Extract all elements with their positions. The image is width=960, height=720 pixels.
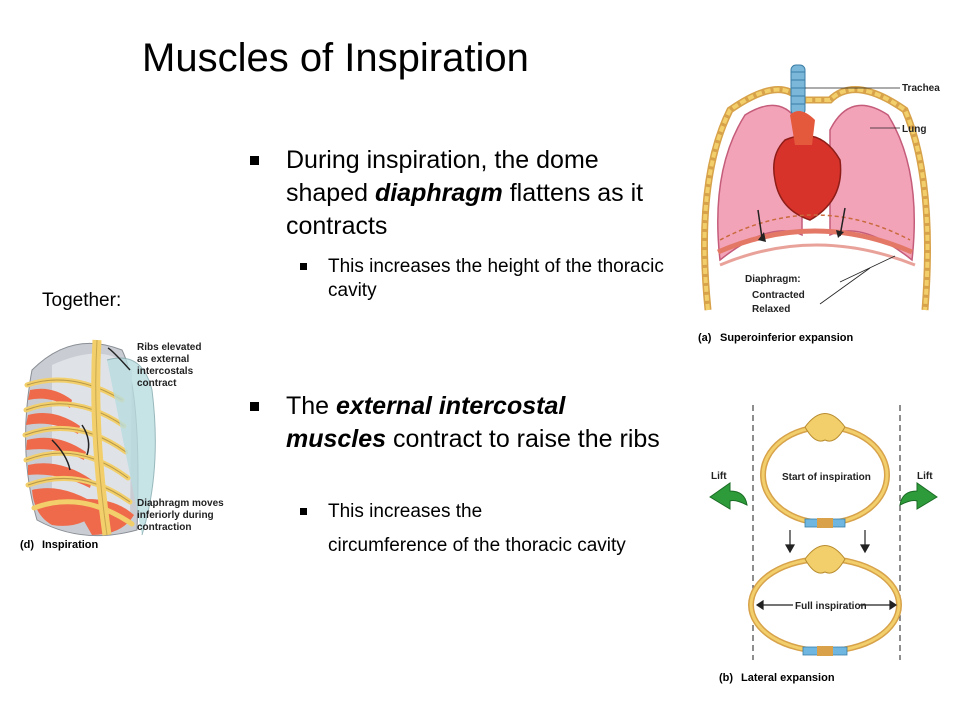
vertebra: [804, 545, 846, 574]
sub-bullet-line: This increases the: [328, 501, 483, 522]
label-diaphragm: Diaphragm:: [745, 274, 801, 285]
label-trachea: Trachea: [902, 83, 940, 94]
bullet-emphasis: diaphragm: [374, 179, 503, 207]
figure-caption: Superoinferior expansion: [720, 332, 854, 344]
figure-caption: Lateral expansion: [741, 672, 835, 684]
figure-caption-letter: (a): [698, 332, 712, 344]
slide-title: Muscles of Inspiration: [142, 36, 529, 80]
figure-caption-letter: (d): [20, 539, 34, 551]
bullet-emphasis: external intercostal muscles: [286, 392, 566, 453]
superoinferior-expansion-figure: Trachea Lung Diaphragm: Contracted Relax…: [698, 64, 940, 344]
thorax-illustration: [700, 64, 931, 311]
label-contracted: Contracted: [752, 290, 805, 301]
figure-caption: Inspiration: [42, 539, 99, 551]
bullet-square-icon: [250, 156, 259, 165]
label-full-inspiration: Full inspiration: [795, 601, 867, 612]
label-diaphragm-line: inferiorly during: [137, 510, 214, 521]
label-diaphragm-line: contraction: [137, 522, 191, 533]
label-lift-left: Lift: [711, 471, 727, 482]
bullet-text-part: The: [286, 392, 337, 420]
figure-caption-letter: (b): [719, 672, 733, 684]
bullet-intercostal: The external intercostal muscles contrac…: [250, 390, 670, 490]
bullet-text-part: During inspiration, the dome shaped: [286, 146, 599, 207]
label-ribs-line: as external: [137, 354, 189, 365]
bullet-square-icon: [250, 402, 259, 411]
label-start-inspiration: Start of inspiration: [782, 472, 871, 483]
lateral-expansion-figure: Lift Lift Start of inspiration Full insp…: [709, 405, 938, 684]
intercostal-muscles: [26, 388, 134, 535]
ribcage-inspiration-figure: Ribs elevated as external intercostals c…: [20, 339, 224, 551]
bullet-text-part: flattens as it contracts: [286, 179, 644, 240]
sub-bullet-line: circumference of the thoracic cavity: [328, 535, 626, 556]
diaphragm-contracted: [717, 228, 913, 255]
bullet-square-icon: [300, 508, 307, 515]
right-lung: [829, 104, 916, 262]
sub-bullet-circumference-text: This increases the circumference of the …: [328, 500, 678, 558]
label-ribs-line: intercostals: [137, 366, 194, 377]
together-label: Together:: [42, 290, 122, 311]
arrow-ribs-elevated: [51, 347, 131, 471]
ribcage-illustration: [22, 339, 156, 537]
lift-left-arrow-icon: [709, 482, 748, 510]
label-lung: Lung: [902, 124, 926, 135]
rib-cross-sections: [709, 405, 938, 660]
label-relaxed: Relaxed: [752, 304, 790, 315]
diaphragm-relaxed: [719, 214, 911, 241]
sub-bullet-circumference: This increases the circumference of the …: [300, 500, 680, 590]
bullet-text-part: contract to raise the ribs: [386, 425, 660, 453]
sub-bullet-height: This increases the height of the thoraci…: [300, 255, 680, 307]
heart: [773, 134, 842, 221]
bullet-intercostal-text: The external intercostal muscles contrac…: [286, 390, 666, 456]
label-ribs-line: Ribs elevated: [137, 342, 201, 353]
label-ribs-line: contract: [137, 378, 177, 389]
sub-bullet-height-text: This increases the height of the thoraci…: [328, 256, 664, 301]
label-diaphragm-line: Diaphragm moves: [137, 498, 224, 509]
bullet-diaphragm: During inspiration, the dome shaped diap…: [250, 144, 670, 244]
label-lift-right: Lift: [917, 471, 933, 482]
bullet-diaphragm-text: During inspiration, the dome shaped diap…: [286, 144, 666, 243]
bullet-square-icon: [300, 263, 307, 270]
vertebra: [804, 413, 846, 442]
lift-right-arrow-icon: [899, 482, 938, 510]
